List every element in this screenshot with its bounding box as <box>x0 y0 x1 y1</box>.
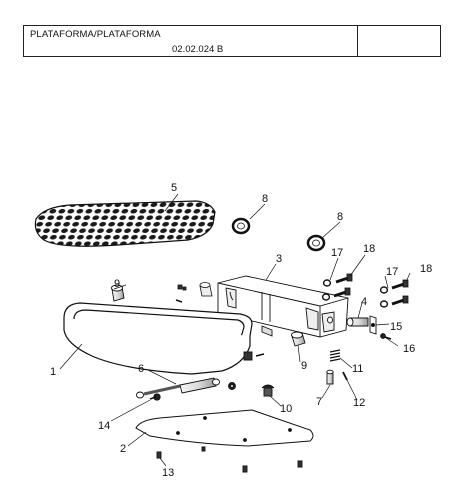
part-3-hinge-bracket <box>217 275 349 338</box>
callout-9-left: 9 <box>114 278 120 290</box>
part-8-washer-right <box>306 234 326 252</box>
part-17-washers <box>321 279 389 308</box>
diagram-code: 02.02.024 B <box>172 44 224 55</box>
title-block: PLATAFORMA/PLATAFORMA 02.02.024 B <box>23 25 441 57</box>
part-7-bolt <box>326 369 334 385</box>
title-block-divider <box>357 26 358 56</box>
callout-3: 3 <box>276 253 282 265</box>
callout-6: 6 <box>138 363 144 375</box>
diagram-title: PLATAFORMA/PLATAFORMA <box>30 29 161 40</box>
part-12-pin <box>342 371 348 381</box>
part-10-knob <box>261 384 275 397</box>
part-15-plate <box>369 315 377 335</box>
part-2-cover-plate <box>135 409 314 447</box>
callout-11: 11 <box>352 363 363 375</box>
platform-fasteners <box>175 282 213 303</box>
callout-17-left: 17 <box>331 247 343 259</box>
callout-12: 12 <box>353 397 365 409</box>
part-16-screw <box>380 333 392 340</box>
callout-labels: 1 2 3 4 5 6 7 8 8 9 9 10 11 12 13 14 15 … <box>50 182 432 479</box>
part-9-roller-right <box>291 331 306 347</box>
callout-16: 16 <box>403 343 415 355</box>
part-6-gas-strut <box>136 377 220 399</box>
callout-5: 5 <box>171 182 177 194</box>
callout-13: 13 <box>162 467 174 479</box>
part-4-pin <box>346 317 369 327</box>
callout-18-left: 18 <box>363 243 375 255</box>
leader-lines <box>59 193 411 467</box>
callout-4: 4 <box>361 296 367 308</box>
part-18-bolts <box>333 273 409 306</box>
callout-8-left: 8 <box>262 193 268 205</box>
callout-9-right: 9 <box>301 360 307 372</box>
callout-1: 1 <box>50 366 56 378</box>
callout-7: 7 <box>316 396 322 408</box>
callout-17-right: 17 <box>386 266 398 278</box>
part-11-spring <box>329 349 341 362</box>
callout-15: 15 <box>390 321 402 333</box>
part-14-ball-stud <box>149 393 161 401</box>
callout-18-right: 18 <box>420 263 432 275</box>
callout-8-right: 8 <box>337 211 343 223</box>
callout-2: 2 <box>120 443 126 455</box>
callout-14: 14 <box>98 420 110 432</box>
ball-stud-upper <box>228 382 236 390</box>
platform-knob <box>243 351 265 361</box>
part-13-screws <box>156 446 303 473</box>
part-5-mesh-mat <box>34 200 216 247</box>
callout-10: 10 <box>280 403 292 415</box>
part-1-platform-tray <box>63 302 253 375</box>
part-8-washer-left <box>231 217 251 235</box>
